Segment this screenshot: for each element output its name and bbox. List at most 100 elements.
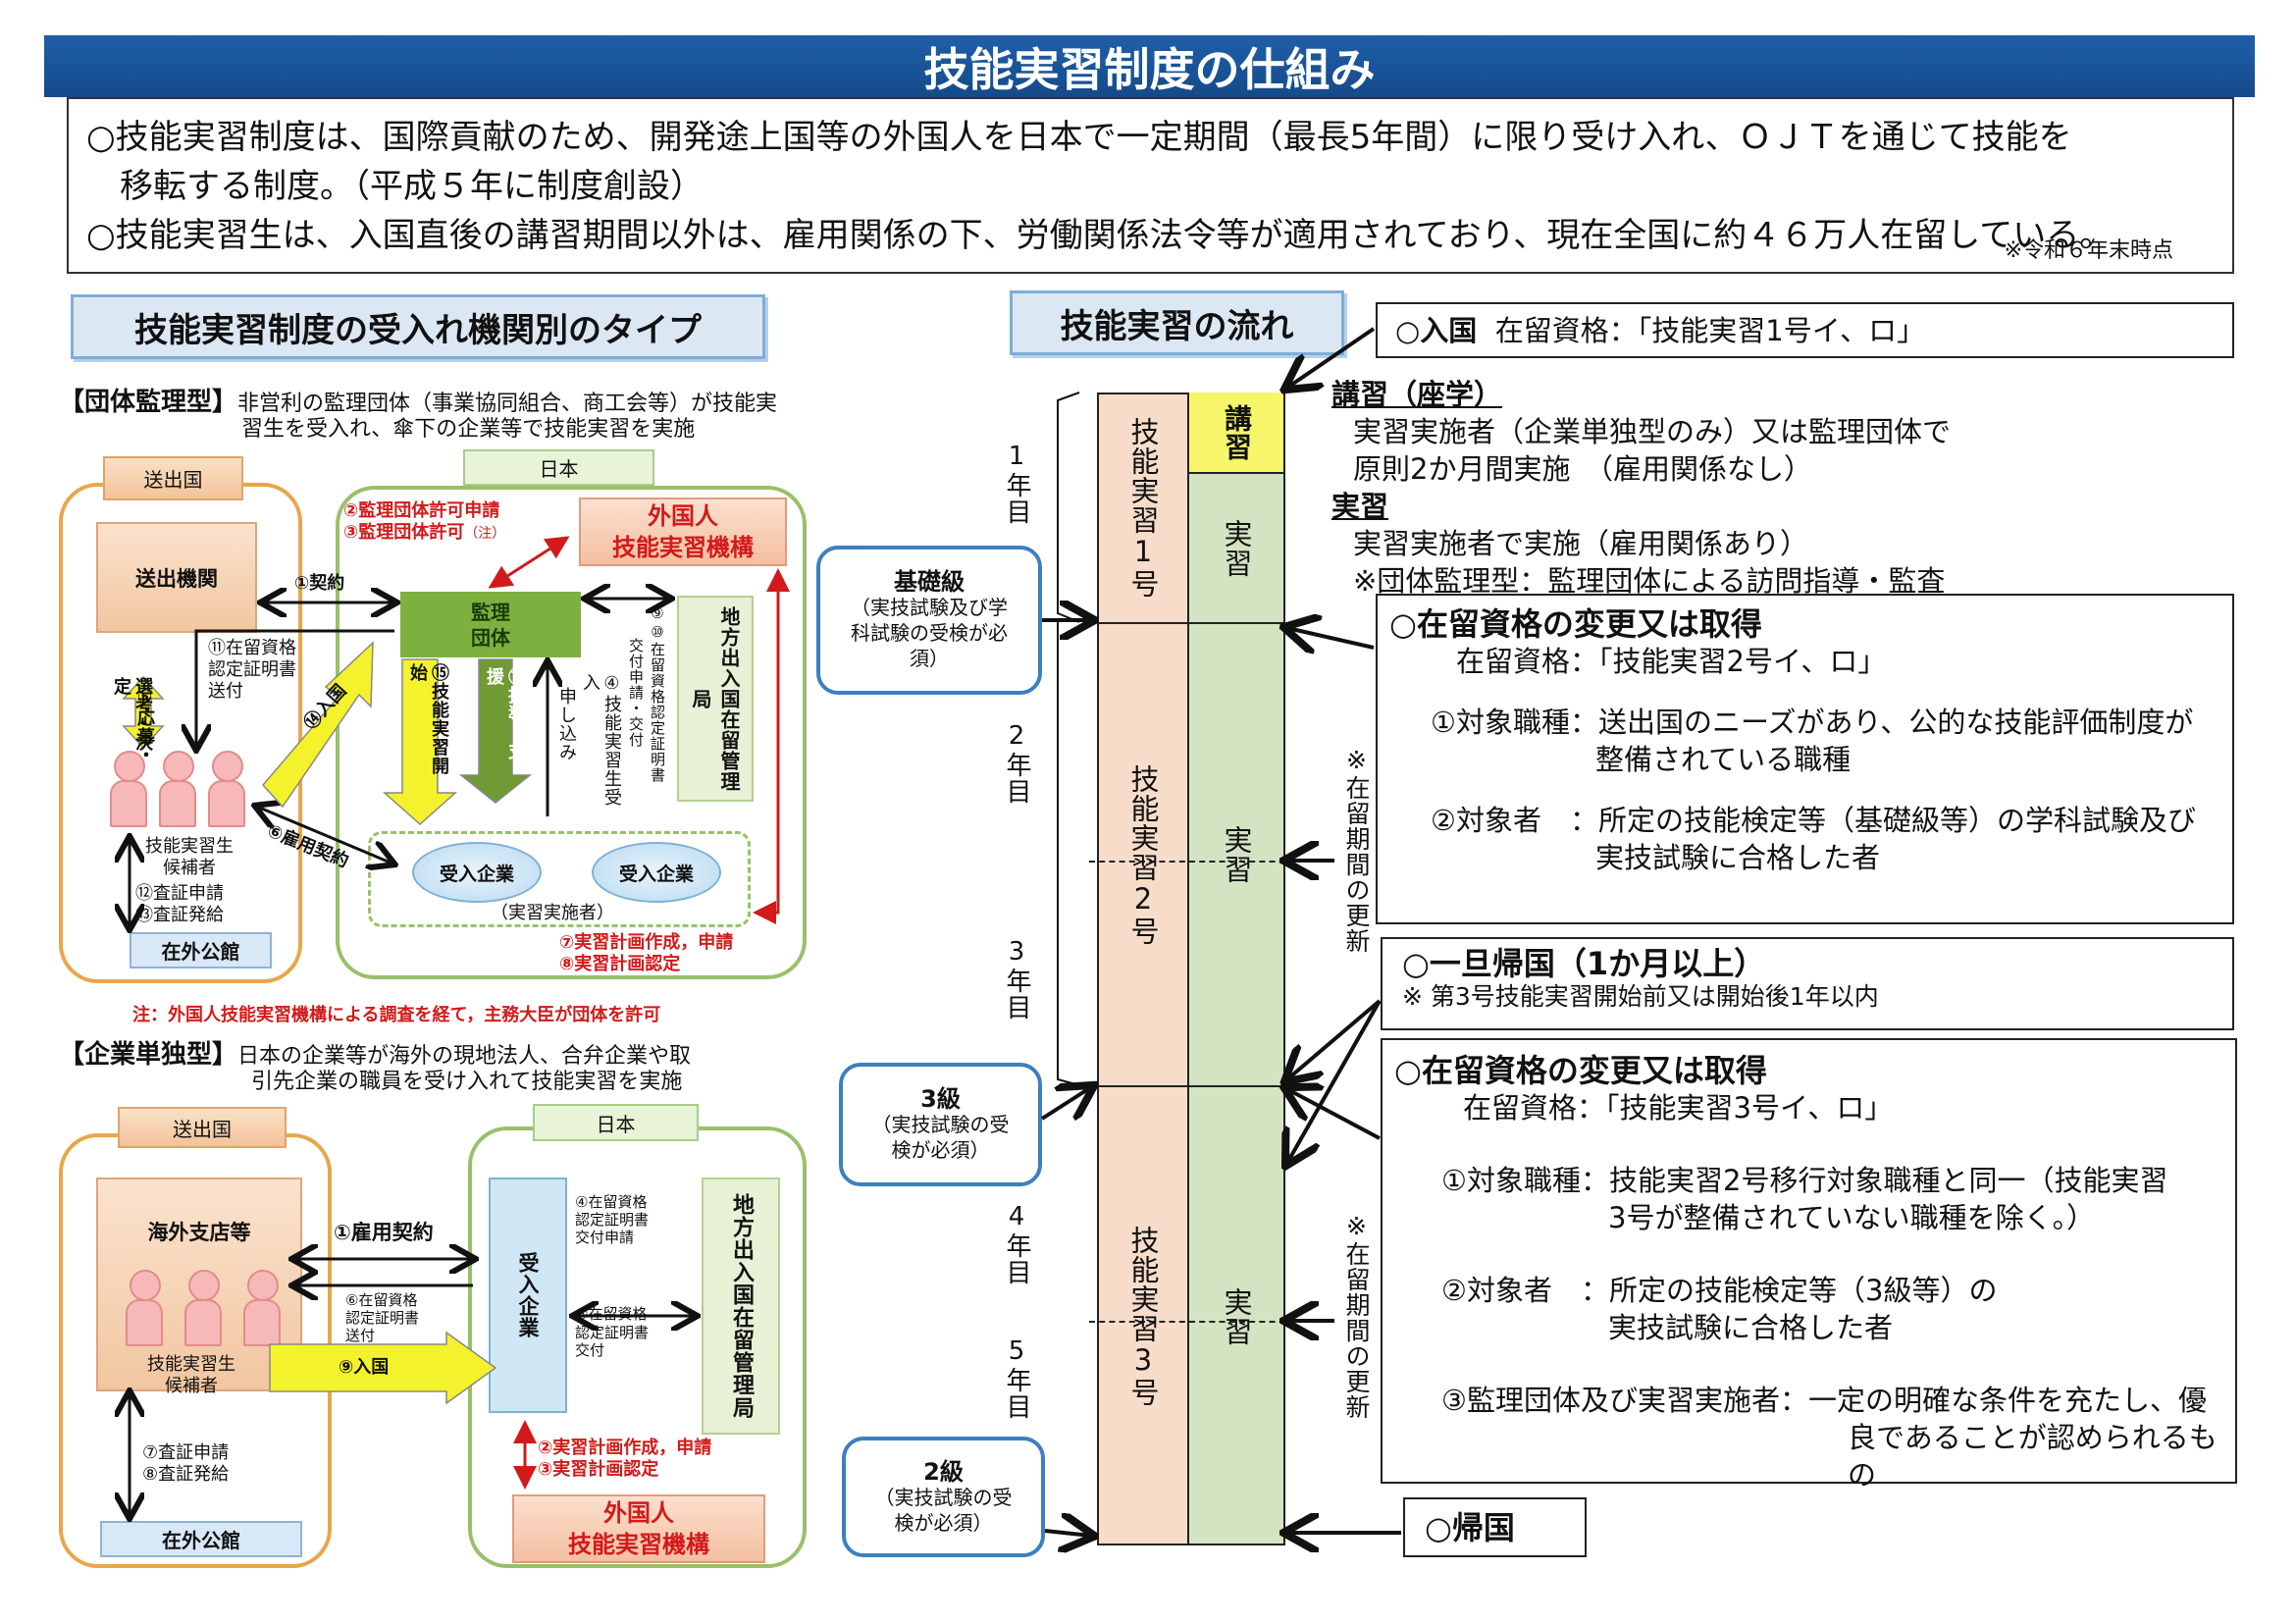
year-bracket <box>1057 392 1080 1086</box>
renewal-note: ※在留期間の更新 <box>1342 1212 1371 1420</box>
step-11: ⑪在留資格認定証明書送付 <box>208 638 296 703</box>
branch-box: 海外支店等 技能実習生候補者 <box>96 1178 302 1396</box>
japan-label: 日本 <box>463 449 654 486</box>
return-box: ○帰国 <box>1403 1497 1587 1557</box>
otit-text: 技能実習機構 <box>568 1531 709 1558</box>
exam-desc: （実技試験の受検が必須） <box>874 1485 1013 1535</box>
step-text: ⑪在留資格 <box>208 638 296 658</box>
flow-header: 技能実習の流れ <box>1010 290 1344 355</box>
box-status: 在留資格：「技能実習2号イ、ロ」 <box>1456 645 1887 678</box>
box-item: ②対象者 ：所定の技能検定等（3級等）の <box>1441 1274 1998 1307</box>
program-2: 技能実習2号 <box>1126 763 1160 946</box>
otit-box: 外国人技能実習機構 <box>579 497 787 566</box>
dantai-red-arrows <box>488 536 790 924</box>
branch-label: 海外支店等 <box>147 1221 251 1244</box>
implementer-label: （実習実施者） <box>491 903 614 923</box>
step-text: 認定証明書 <box>345 1309 420 1327</box>
program-column-right <box>1187 393 1285 1545</box>
box-item: 良であることが認められるもの <box>1848 1421 2218 1492</box>
sending-country-label: 送出国 <box>118 1107 287 1148</box>
jisshu-cell: 実習 <box>1220 1286 1253 1346</box>
dantai-note: 注：外国人技能実習機構による調査を経て，主務大臣が団体を許可 <box>132 1005 661 1025</box>
program-3: 技能実習3号 <box>1126 1226 1160 1407</box>
otit-box: 外国人技能実習機構 <box>512 1494 765 1563</box>
entry-arrow <box>262 641 374 809</box>
exam-level: 2級 <box>923 1457 964 1486</box>
entry-status: 在留資格：「技能実習1号イ、ロ」 <box>1494 314 1926 347</box>
step-5: ⑤応募・ <box>134 687 155 764</box>
exam-desc: （実技試験の受検が必須） <box>871 1113 1010 1162</box>
intro-line: ○技能実習生は、入国直後の講習期間以外は、雇用関係の下、労働関係法令等が適用され… <box>86 216 2113 255</box>
entry-box: ○入国 在留資格：「技能実習1号イ、ロ」 <box>1376 302 2234 358</box>
box-item: 整備されている職種 <box>1595 743 1852 776</box>
year-divider <box>1089 861 1295 863</box>
japan-label: 日本 <box>533 1104 699 1141</box>
step-text: ④在留資格 <box>575 1193 648 1211</box>
step-9: ⑨入国 <box>339 1357 390 1378</box>
change-status-2-box: ○在留資格の変更又は取得 在留資格：「技能実習2号イ、ロ」 ①対象職種：送出国の… <box>1376 594 2234 924</box>
step-5b: 認定証明書交付 <box>575 1324 649 1359</box>
dantai-arrows <box>130 599 669 927</box>
step-text: ⑫査証申請 <box>135 883 224 904</box>
exam-level: 基礎級 <box>894 568 965 596</box>
company-ellipse: 受入企業 <box>412 842 542 903</box>
program-1: 技能実習1号 <box>1126 416 1160 599</box>
koshu-text: 原則2か月間実施 （雇用関係なし） <box>1353 452 1812 486</box>
step-9-10: ⑨⑩在留資格認定証明書 <box>649 604 666 783</box>
kigyo-desc: 日本の企業等が海外の現地法人、合弁企業や取 <box>237 1044 692 1069</box>
step-4: ④技能実習生受入 <box>580 673 622 807</box>
types-header: 技能実習制度の受入れ機関別のタイプ <box>71 294 765 359</box>
step-text: ③実習計画認定 <box>538 1459 659 1480</box>
candidates-label: 技能実習生候補者 <box>147 1354 235 1397</box>
immigration-box: 地方出入国在留管理局 <box>677 596 754 802</box>
kanri-text: 監理団体 <box>471 600 510 650</box>
apply-select-arrow <box>122 675 165 750</box>
year-label: 4年目 <box>1002 1202 1031 1285</box>
step-text: 交付申請 <box>575 1229 635 1246</box>
candidates-text: 候補者 <box>165 1376 218 1396</box>
jisshu-cell: 実習 <box>1220 825 1253 884</box>
jisshu-cell: 実習 <box>1220 518 1253 578</box>
training-start-arrow <box>383 658 457 826</box>
implementer-area <box>368 831 751 927</box>
step-text: ⑦実習計画作成，申請 <box>559 932 734 953</box>
kanri-box: 監理団体 <box>400 592 581 657</box>
dantai-description: 【団体監理型】非営利の監理団体（事業協同組合、商工会等）が技能実 習生を受入れ、… <box>59 390 805 443</box>
step-5b: 選考・決定 <box>111 677 153 752</box>
box-item: ①対象職種：技能実習2号移行対象職種と同一（技能実習 <box>1441 1164 2168 1197</box>
step-text: 送付 <box>345 1327 376 1344</box>
intro-line: ○技能実習制度は、国際貢献のため、開発途上国等の外国人を日本で一定期間（最長5年… <box>86 118 2072 157</box>
jisshu-text: ※団体監理型：監理団体による訪問指導・監査 <box>1353 564 1946 598</box>
step-text: ③監理団体許可 <box>343 522 465 543</box>
box-item: 実技試験に合格した者 <box>1595 841 1881 874</box>
company-box: 受入企業 <box>489 1178 567 1413</box>
year-label: 3年目 <box>1002 937 1031 1021</box>
otit-text: 技能実習機構 <box>612 534 754 561</box>
step-text: ⑦査証申請 <box>142 1442 230 1463</box>
immigration-box: 地方出入国在留管理局 <box>702 1178 780 1435</box>
box-head: ○一旦帰国（1か月以上） <box>1402 945 1766 982</box>
koshu-cell: 講習 <box>1189 393 1283 474</box>
change-status-3-box: ○在留資格の変更又は取得 在留資格：「技能実習3号イ、ロ」 ①対象職種：技能実習… <box>1381 1038 2237 1492</box>
koshu-title: 講習（座学） <box>1331 378 1503 411</box>
entry-arrow <box>269 1331 497 1405</box>
program-column-left <box>1097 393 1189 1545</box>
entry-head: ○入国 <box>1395 314 1478 347</box>
step-text: 交付 <box>575 1341 605 1359</box>
box-head: ○在留資格の変更又は取得 <box>1394 1052 1767 1089</box>
year-divider <box>1089 1321 1295 1323</box>
box-status: 在留資格：「技能実習3号イ、ロ」 <box>1463 1091 1894 1125</box>
renewal-note: ※在留期間の更新 <box>1342 746 1371 954</box>
box-head: ○在留資格の変更又は取得 <box>1389 605 1762 643</box>
box-item: ②対象者 ：所定の技能検定等（基礎級等）の学科試験及び <box>1431 804 2196 837</box>
kigyo-tag: 【企業単独型】 <box>59 1040 238 1070</box>
divider <box>1097 622 1285 624</box>
step-16: ⑯指導・支援 <box>484 667 526 760</box>
step-text: ②監理団体許可申請 <box>343 500 500 521</box>
year-label: 1年目 <box>1002 442 1031 525</box>
